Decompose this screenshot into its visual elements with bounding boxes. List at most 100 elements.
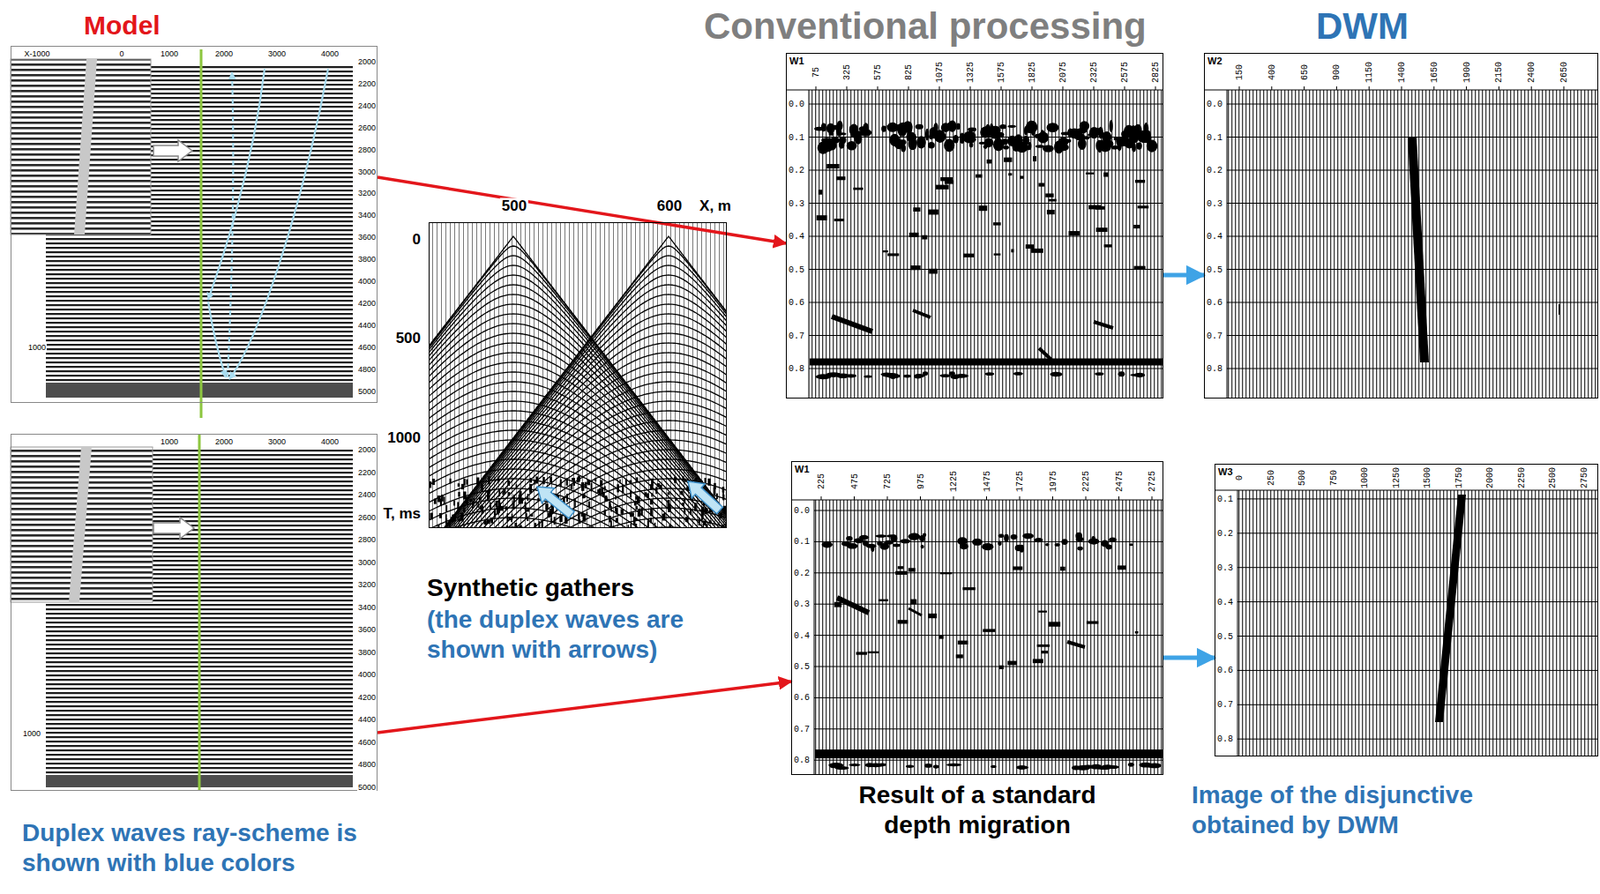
- trace-number: 2225: [1082, 471, 1092, 493]
- time-label: 0.7: [793, 725, 810, 735]
- noise-trace: [477, 502, 479, 509]
- panel-id: W1: [794, 464, 810, 475]
- noise-event: [915, 124, 924, 130]
- trace-number: 1725: [1016, 471, 1025, 493]
- noise-trace: [647, 520, 650, 528]
- noise-event: [927, 209, 938, 216]
- noise-event: [1016, 765, 1029, 770]
- noise-event: [999, 124, 1007, 129]
- time-line: [808, 202, 1164, 204]
- seismic-section-panel: W215040065090011501400165019002150240026…: [1203, 52, 1599, 399]
- noise-event: [1034, 134, 1041, 139]
- noise-event: [815, 373, 832, 380]
- noise-event: [910, 599, 917, 606]
- noise-event: [1075, 532, 1083, 540]
- duplex-wave-arrow: [687, 481, 723, 515]
- noise-trace: [704, 478, 707, 484]
- noise-trace: [680, 491, 683, 496]
- noise-trace: [722, 494, 725, 501]
- noise-trace: [681, 502, 685, 507]
- noise-trace: [533, 479, 536, 485]
- illustration-rect: [1214, 463, 1599, 757]
- seismic-section-panel: W122547572597512251475172519752225247527…: [791, 461, 1164, 776]
- time-line: [808, 302, 1164, 304]
- trace-number: 2000: [1486, 467, 1496, 489]
- tick-mark: [1151, 496, 1153, 501]
- trace-number: 2400: [1527, 61, 1537, 83]
- caption: Result of a standard depth migration: [836, 780, 1119, 841]
- noise-event: [1076, 546, 1084, 552]
- noise-event: [1136, 130, 1149, 143]
- noise-trace: [615, 508, 618, 515]
- time-label: 0.4: [1217, 598, 1234, 608]
- time-label: 0.8: [1206, 365, 1223, 374]
- noise-event: [882, 250, 889, 253]
- noise-event: [981, 543, 994, 551]
- time-line: [1226, 335, 1599, 337]
- noise-trace: [514, 523, 517, 528]
- noise-event: [1003, 534, 1010, 543]
- noise-trace: [577, 512, 580, 520]
- time-label: 0.8: [793, 756, 810, 766]
- noise-trace: [429, 513, 433, 521]
- noise-trace: [621, 485, 624, 494]
- time-line: [808, 269, 1164, 270]
- axis-label: 3800: [357, 255, 377, 264]
- hyperbola-event: [472, 401, 727, 529]
- noise-event: [822, 541, 833, 548]
- hyperbola-event: [448, 333, 727, 529]
- noise-trace: [578, 519, 581, 524]
- trace-field: [1226, 89, 1599, 399]
- seismic-section-panel: W302505007501000125015001750200022502500…: [1214, 463, 1599, 757]
- illustration-line: [1226, 89, 1228, 399]
- axis-label: 3400: [357, 211, 377, 220]
- tick-mark: [1531, 86, 1533, 90]
- time-label: 0.2: [1206, 166, 1223, 176]
- noise-event: [940, 572, 952, 575]
- noise-event: [865, 762, 875, 768]
- noise-trace: [566, 478, 569, 486]
- time-label: 0.5: [1217, 633, 1234, 643]
- noise-event: [912, 207, 920, 212]
- noise-event: [903, 120, 913, 133]
- hyperbola-event: [435, 236, 727, 529]
- time-line: [808, 335, 1164, 337]
- time-line: [1237, 498, 1599, 500]
- noise-trace: [478, 505, 482, 510]
- noise-event: [916, 135, 927, 149]
- noise-event: [905, 765, 914, 769]
- time-label: 0.4: [1206, 232, 1223, 242]
- axis-label: 3800: [357, 648, 377, 657]
- noise-trace: [463, 508, 465, 513]
- noise-trace: [625, 478, 628, 485]
- noise-trace: [506, 513, 509, 523]
- noise-trace: [650, 499, 653, 505]
- connector-arrow: [377, 681, 792, 733]
- axis-label: 3000: [357, 167, 377, 176]
- noise-trace: [620, 508, 624, 514]
- axis-label: 4200: [357, 693, 377, 702]
- noise-event: [1102, 764, 1114, 769]
- noise-event: [867, 651, 880, 654]
- noise-trace: [487, 476, 490, 485]
- trace-number: 1400: [1398, 61, 1407, 83]
- noise-event: [849, 124, 859, 136]
- noise-trace: [508, 492, 510, 496]
- noise-event: [1086, 620, 1100, 624]
- noise-event: [834, 218, 845, 222]
- noise-trace: [495, 500, 499, 509]
- noise-event: [924, 763, 933, 769]
- noise-trace: [713, 483, 717, 490]
- trace-number: 150: [1235, 64, 1245, 81]
- time-line: [814, 760, 1164, 762]
- dipping-event: [1093, 321, 1114, 329]
- axis-label: 4000: [320, 438, 340, 447]
- tick-mark: [853, 496, 855, 501]
- time-line: [814, 510, 1164, 512]
- axis-label: 4000: [320, 50, 340, 59]
- noise-event: [826, 164, 839, 169]
- seismic-section: [1214, 463, 1599, 757]
- noise-event: [921, 235, 928, 240]
- noise-event: [950, 373, 960, 379]
